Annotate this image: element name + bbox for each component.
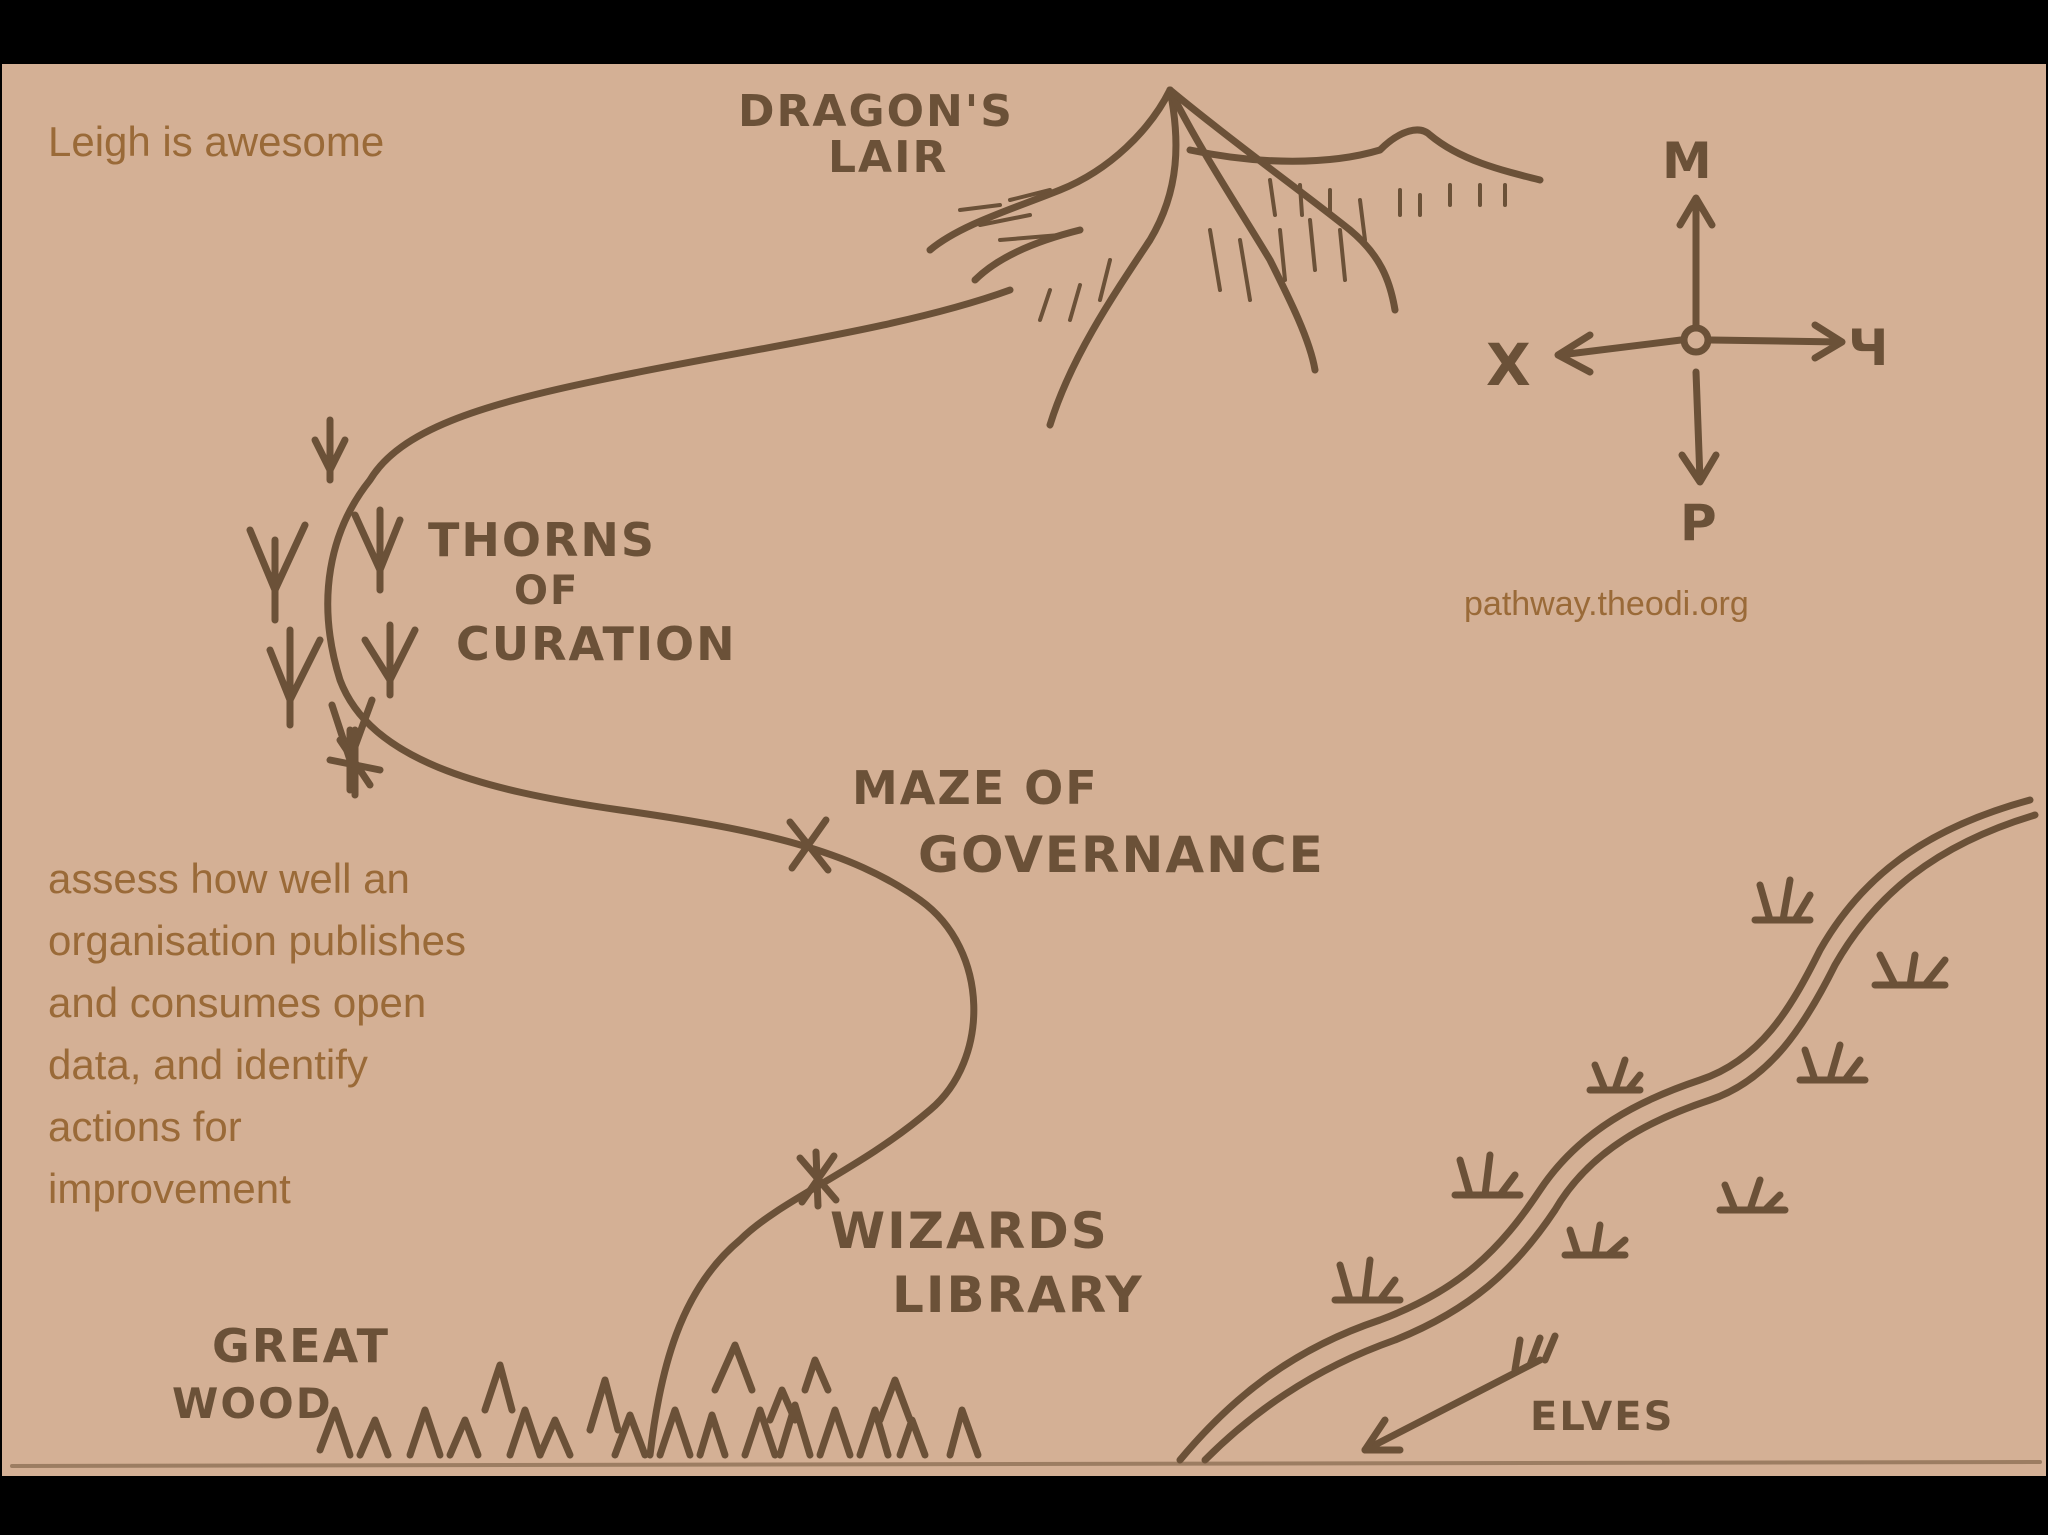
compass-icon [1554,194,1846,486]
mountain-icon [926,86,1544,429]
thorns-icon [246,416,419,799]
label-great-wood-2: WOOD [172,1379,333,1428]
compass-north-label: M [1662,132,1714,190]
caption-body: assess how well an organisation publishe… [48,855,466,1212]
caption-top: Leigh is awesome [48,118,385,165]
label-maze-2: GOVERNANCE [918,826,1325,884]
bushes-icon [1331,876,1949,1304]
compass-west-label: X [1486,331,1533,399]
river-icon [1176,796,2039,1464]
label-elves: ELVES [1530,1394,1674,1440]
paper-background [2,64,2046,1476]
label-thorns-1: THORNS [428,513,656,567]
compass-south-label: P [1680,494,1719,552]
paper-bottom-edge [10,1460,2042,1468]
compass-east-label: Ч [1848,319,1890,377]
label-dragons-lair-1: DRAGON'S [738,86,1014,137]
label-wizards-1: WIZARDS [830,1202,1109,1260]
elves-arrow-icon [1361,1332,1559,1454]
library-marker-icon [796,1148,840,1210]
maze-marker-icon [786,816,832,874]
label-great-wood-1: GREAT [212,1319,390,1373]
forest-icon [316,1341,982,1459]
label-maze-1: MAZE OF [852,761,1099,815]
caption-url: pathway.theodi.org [1464,585,1749,623]
label-dragons-lair-2: LAIR [828,132,948,183]
label-wizards-2: LIBRARY [892,1266,1144,1324]
label-thorns-3: CURATION [456,617,737,671]
label-thorns-2: OF [514,568,579,614]
